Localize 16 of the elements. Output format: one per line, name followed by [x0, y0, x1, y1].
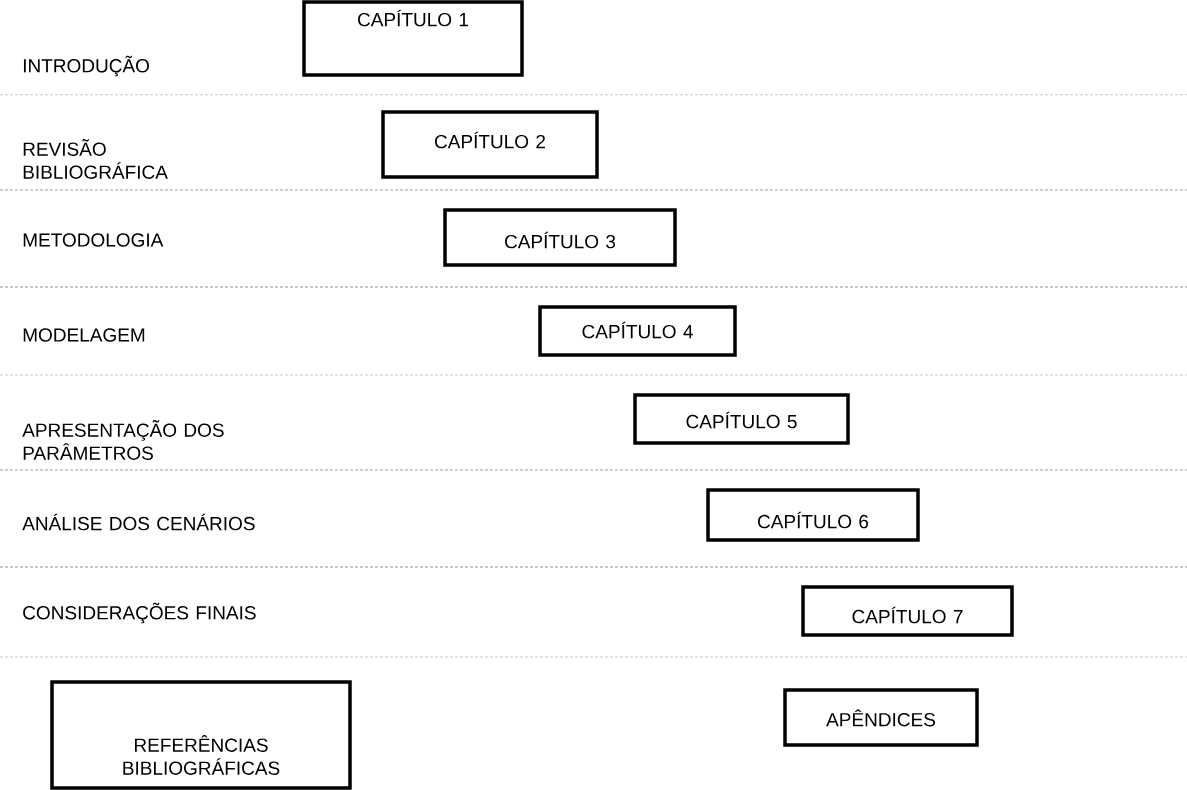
section-label: MODELAGEM [23, 328, 145, 342]
chapter-box: REFERÊNCIAS BIBLIOGRÁFICAS [50, 680, 352, 790]
chapter-box: CAPÍTULO 4 [538, 305, 737, 357]
chapter-box: CAPÍTULO 7 [801, 585, 1014, 637]
section-label: REVISÃO BIBLIOGRÁFICA [23, 139, 168, 179]
chapter-box: CAPÍTULO 6 [706, 488, 920, 542]
chapter-box: CAPÍTULO 2 [381, 110, 599, 179]
section-label: ANÁLISE DOS CENÁRIOS [22, 513, 255, 531]
chapter-box: CAPÍTULO 5 [633, 393, 850, 445]
section-label: CONSIDERAÇÕES FINAIS [23, 602, 256, 624]
section-label: METODOLOGIA [23, 233, 164, 247]
section-label: INTRODUÇÃO [23, 55, 149, 77]
chapter-box: APÊNDICES [783, 688, 979, 747]
section-label: APRESENTAÇÃO DOS PARÂMETROS [22, 420, 224, 460]
chapter-box: CAPÍTULO 1 [302, 0, 524, 77]
chapter-box: CAPÍTULO 3 [443, 208, 677, 267]
